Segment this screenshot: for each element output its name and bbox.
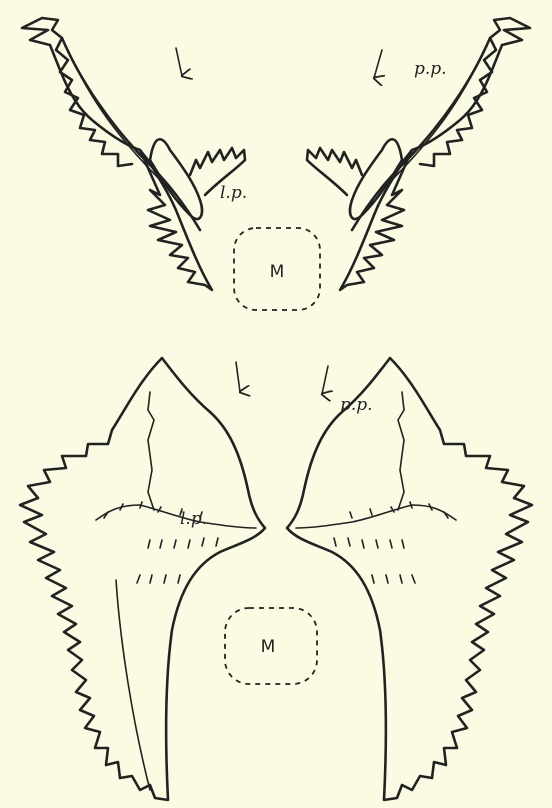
lower-left-arrow [236,362,240,392]
lower-figure: M p.p. l.p. [20,358,532,800]
upper-left-jaw [22,18,245,290]
upper-figure: M p.p. l.p. [22,18,530,310]
upper-pp-label: p.p. [414,59,447,79]
upper-mouth-label: M [270,262,285,282]
lower-pp-label: p.p. [340,395,373,415]
upper-left-arrow [176,48,182,76]
upper-lp-label: l.p. [220,183,247,203]
lower-right-jaw [287,358,532,800]
lower-left-jaw [20,358,265,800]
lower-lp-label: l.p. [180,509,207,529]
lower-right-arrow [322,366,328,394]
lower-mouth-label: M [261,637,276,657]
upper-right-arrow [374,50,382,78]
